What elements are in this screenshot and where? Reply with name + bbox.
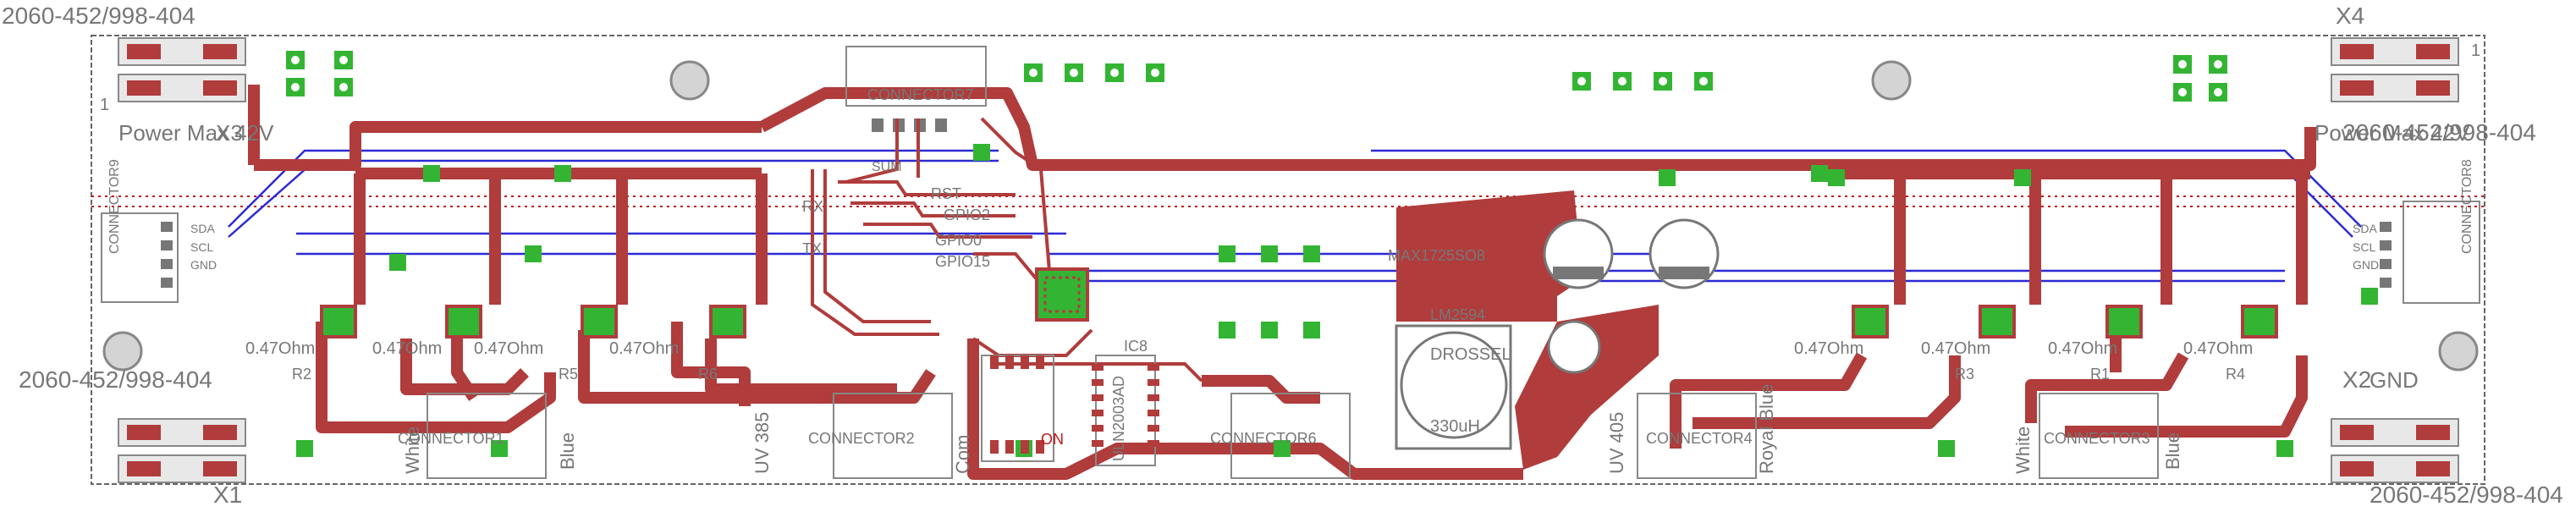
label-gpio0: GPIO0 — [935, 232, 982, 249]
label-ohm-4: 0.47Ohm — [609, 339, 679, 358]
label-drossel: DROSSEL — [1430, 345, 1511, 364]
corner-label-x1: X1 — [213, 482, 242, 508]
driver-ics — [320, 305, 2278, 339]
label-ohm-8: 0.47Ohm — [2183, 339, 2253, 358]
corner-label-mid-left: 2060-452/998-404 — [19, 366, 212, 393]
corner-label-x2: X2 — [2342, 366, 2371, 393]
via-holes — [291, 56, 2222, 96]
label-r6: R6 — [698, 366, 718, 383]
label-ohm-7: 0.47Ohm — [2048, 339, 2117, 358]
corner-label-right-mid: 2060-452/998-404 — [2342, 119, 2536, 146]
label-max: MAX1725SO8 — [1388, 247, 1485, 264]
label-ohm-6: 0.47Ohm — [1921, 339, 1990, 358]
label-power-left-tag: X3 — [216, 120, 243, 146]
label-connector2: CONNECTOR2 — [808, 430, 915, 447]
label-ohm-5: 0.47Ohm — [1794, 339, 1863, 358]
terminal-x1 — [118, 418, 246, 483]
terminal-blocks — [118, 37, 2459, 483]
capacitors — [1543, 218, 1720, 374]
label-sda-right: SDA — [2353, 222, 2377, 235]
label-connector6: CONNECTOR6 — [1210, 430, 1317, 447]
label-white-2: White — [2012, 427, 2034, 474]
board-outline — [91, 35, 2485, 485]
label-rst: RST — [931, 185, 961, 202]
label-r5: R5 — [559, 366, 578, 383]
side-connectors — [101, 201, 2480, 304]
label-connector7: CONNECTOR7 — [867, 86, 974, 103]
label-gnd-left: GND — [190, 258, 217, 272]
label-connector8: CONNECTOR8 — [2460, 159, 2474, 254]
label-power-right: Power Max 42V — [2315, 120, 2470, 146]
label-com: Com — [952, 435, 973, 474]
bottom-connectors — [427, 393, 2159, 479]
corner-label-bottom-right: 2060-452/998-404 — [2370, 482, 2563, 508]
label-sum: SUM — [872, 160, 902, 174]
label-blue-2: Blue — [2162, 432, 2183, 470]
label-rx: RX — [802, 198, 823, 215]
label-ic8: IC8 — [1124, 338, 1148, 355]
label-gpio15: GPIO15 — [935, 253, 990, 270]
ic8-chip — [1092, 355, 1159, 466]
corner-label-top-right: X4 — [2336, 3, 2364, 29]
inductor — [1395, 324, 1512, 450]
label-scl-left: SCL — [190, 240, 213, 254]
signal-traces — [811, 117, 1203, 383]
label-one-right: 1 — [2471, 41, 2480, 60]
label-scl-right: SCL — [2353, 240, 2375, 254]
label-on: ON — [1041, 431, 1064, 448]
label-ohm-2: 0.47Ohm — [372, 339, 442, 358]
label-connector4: CONNECTOR4 — [1646, 430, 1753, 447]
corner-label-top-left: 2060-452/998-404 — [2, 3, 195, 29]
label-uv405: UV 405 — [1606, 412, 1627, 474]
label-r2: R2 — [292, 366, 311, 383]
label-sda-left: SDA — [190, 222, 215, 235]
label-blue-1: Blue — [557, 432, 578, 470]
label-one-left: 1 — [100, 96, 109, 114]
red-guide-lines — [91, 195, 2485, 207]
label-r4: R4 — [2226, 366, 2245, 383]
label-power-left: Power Max 42V — [118, 120, 274, 146]
terminal-x2 — [2331, 418, 2459, 483]
label-gnd-right: GND — [2353, 258, 2379, 272]
label-r3: R3 — [1955, 366, 1974, 383]
terminal-x3 — [118, 37, 246, 102]
label-r1: R1 — [2090, 366, 2110, 383]
label-connector9: CONNECTOR9 — [107, 159, 122, 254]
mounting-holes — [102, 60, 2479, 372]
label-white-1: White — [402, 427, 423, 474]
microcontroller — [1035, 267, 1089, 322]
label-connector1: CONNECTOR1 — [398, 430, 504, 447]
dip-switch — [981, 355, 1054, 462]
label-lm: LM2594 — [1430, 306, 1485, 323]
terminal-x4 — [2331, 37, 2459, 102]
label-tx: TX — [802, 240, 822, 257]
label-gnd: GND — [2370, 367, 2419, 393]
label-inductor: 330uH — [1430, 417, 1480, 436]
label-uv385: UV 385 — [751, 412, 773, 474]
label-ohm-3: 0.47Ohm — [474, 339, 543, 358]
label-ohm-1: 0.47Ohm — [245, 339, 315, 358]
label-gpio2: GPIO2 — [944, 206, 990, 223]
label-royal-blue: Royal Blue — [1756, 384, 1777, 474]
label-connector3: CONNECTOR3 — [2044, 430, 2150, 447]
copper-traces — [248, 85, 2316, 480]
label-uln: ULN2003AD — [1110, 376, 1127, 461]
